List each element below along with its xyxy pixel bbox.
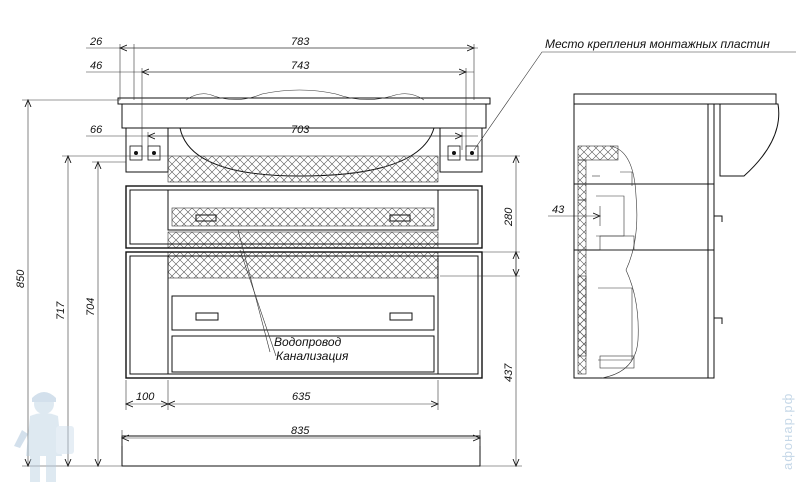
dim-704: 704 xyxy=(85,298,97,316)
dim-46: 46 xyxy=(90,60,103,72)
dim-850: 850 xyxy=(15,269,27,288)
dim-437: 437 xyxy=(503,363,515,382)
callout-labels: Место крепления монтажных пластин Водопр… xyxy=(274,37,770,363)
dim-835: 835 xyxy=(291,425,310,437)
dim-635: 635 xyxy=(292,391,311,403)
dim-717: 717 xyxy=(55,301,67,320)
dim-280: 280 xyxy=(503,207,515,227)
mounting-plate-left-icon xyxy=(129,145,161,161)
dim-100: 100 xyxy=(136,391,155,403)
water-supply-label: Водопровод xyxy=(274,335,342,349)
dim-783: 783 xyxy=(291,36,310,48)
watermark-text: афонар.рф xyxy=(780,393,795,470)
mounting-plate-right-icon xyxy=(447,145,479,161)
dim-66: 66 xyxy=(90,124,103,136)
dimension-labels: 26 783 46 743 66 703 43 100 635 835 850 … xyxy=(15,36,565,437)
front-view xyxy=(117,89,491,467)
dim-26: 26 xyxy=(89,36,103,48)
plumber-mascot-icon xyxy=(14,392,74,482)
sewage-label: Канализация xyxy=(276,349,349,363)
dim-743: 743 xyxy=(291,60,310,72)
dimension-lines xyxy=(22,44,796,466)
dim-43: 43 xyxy=(552,204,565,216)
dim-703: 703 xyxy=(291,124,310,136)
pipe-leaders xyxy=(237,229,277,357)
mounting-plates-label: Место крепления монтажных пластин xyxy=(545,37,770,51)
side-view xyxy=(573,93,780,379)
